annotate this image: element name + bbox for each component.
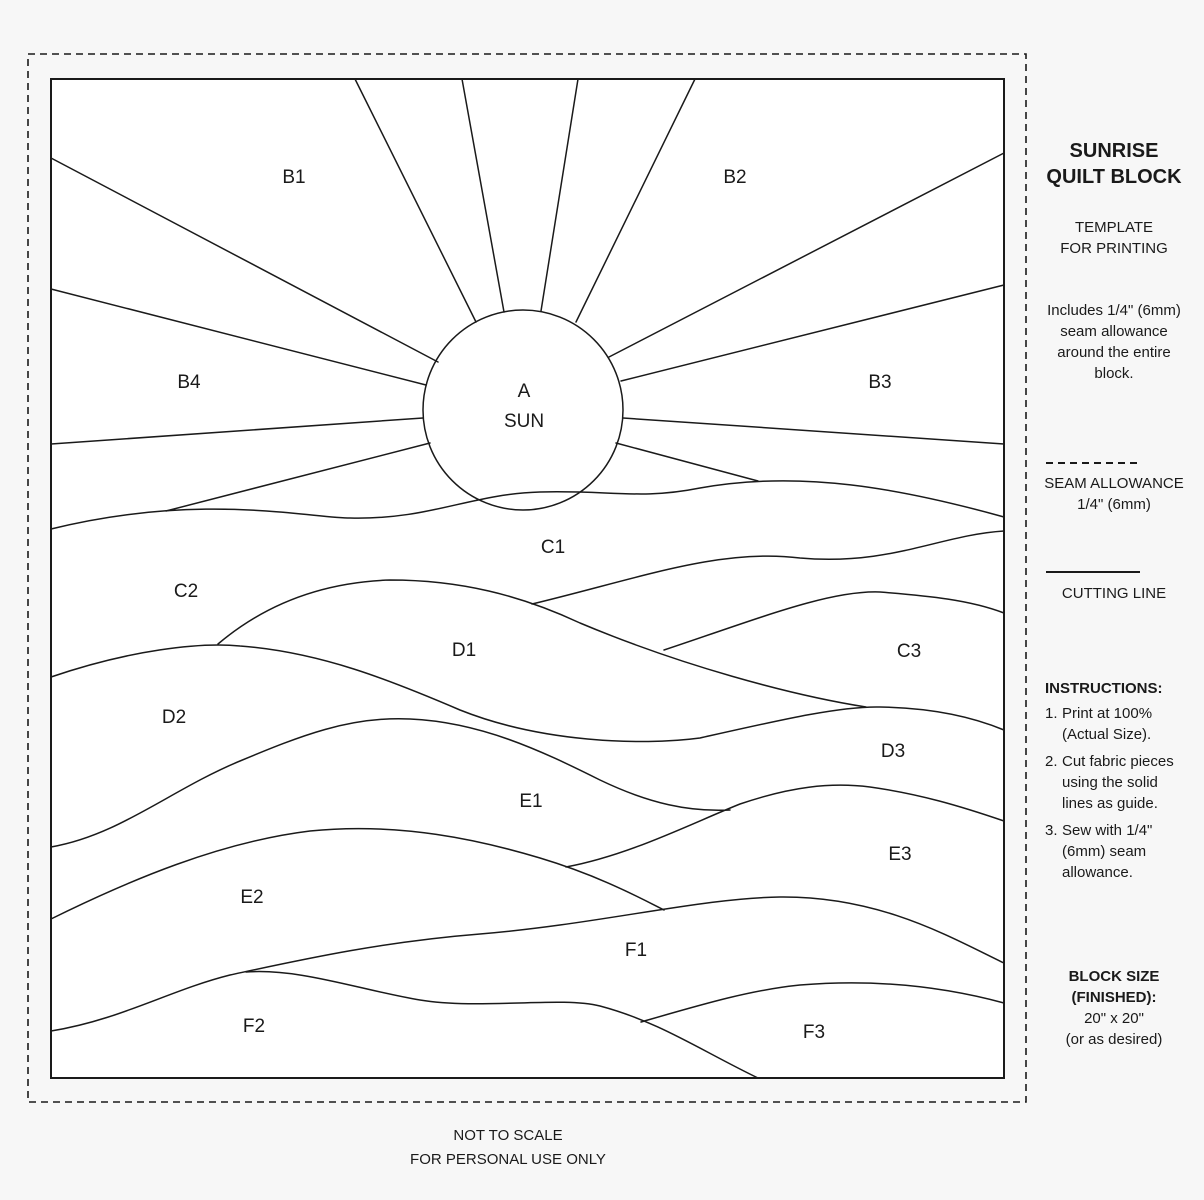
instruction-step: 1. Print at 100% (Actual Size). xyxy=(1034,703,1194,745)
block-size-heading: BLOCK SIZE xyxy=(1068,968,1160,985)
piece-label-e3: E3 xyxy=(888,844,911,865)
ray-line xyxy=(50,288,427,386)
sun-circle xyxy=(422,309,624,511)
ray-line xyxy=(540,78,579,312)
instructions-heading: INSTRUCTIONS: xyxy=(1045,680,1163,697)
instruction-step: 2. Cut fabric pieces using the solid lin… xyxy=(1034,751,1194,814)
instruction-step: 3. Sew with 1/4" (6mm) seam allowance. xyxy=(1034,820,1194,883)
piece-label-b2: B2 xyxy=(723,167,746,188)
block-size: BLOCK SIZE (FINISHED): 20" x 20" (or as … xyxy=(1034,966,1194,1050)
f1-hill-curve xyxy=(50,896,1005,1032)
footer-line-1: NOT TO SCALE xyxy=(453,1127,563,1144)
step-text: (6mm) seam xyxy=(1062,843,1147,860)
legend-cutting-line: CUTTING LINE xyxy=(1034,583,1194,604)
template-subtitle: TEMPLATE FOR PRINTING xyxy=(1034,217,1194,259)
legend-cutting-line-label: CUTTING LINE xyxy=(1061,585,1167,602)
title-line-1: SUNRISE xyxy=(1069,140,1159,162)
piece-label-c2: C2 xyxy=(174,581,198,602)
step-text: using the solid xyxy=(1062,774,1158,791)
footer-line-2: FOR PERSONAL USE ONLY xyxy=(410,1151,606,1168)
legend-seam-allowance: SEAM ALLOWANCE 1/4" (6mm) xyxy=(1034,473,1194,515)
c1-c3-curve xyxy=(531,530,1005,605)
template-title: SUNRISE QUILT BLOCK xyxy=(1034,138,1194,190)
block-cutting-line xyxy=(50,78,1005,1079)
f3-hill-curve xyxy=(640,982,1005,1023)
seam-note-line: seam allowance xyxy=(1060,323,1168,340)
e2-hill-curve xyxy=(50,827,665,920)
ray-line xyxy=(575,78,696,323)
step-number: 3. xyxy=(1045,822,1058,839)
ray-line xyxy=(50,157,439,363)
ray-line xyxy=(461,78,505,313)
subtitle-line-2: FOR PRINTING xyxy=(1060,240,1168,257)
piece-label-d2: D2 xyxy=(162,707,186,728)
piece-label-b4: B4 xyxy=(177,372,201,393)
c3-lower-curve xyxy=(663,591,1005,651)
d1-hill-curve xyxy=(217,579,867,708)
step-text: lines as guide. xyxy=(1062,795,1158,812)
step-number: 2. xyxy=(1045,753,1058,770)
seam-note-line: block. xyxy=(1094,365,1134,382)
ray-line xyxy=(620,284,1005,382)
piece-label-sun-id: A xyxy=(518,381,531,402)
d2-hill-curve xyxy=(50,644,1005,743)
piece-label-b1: B1 xyxy=(282,167,305,188)
piece-labels: B1 B2 B3 B4 A SUN C1 C2 C3 D1 D2 D3 E1 E… xyxy=(162,167,921,1043)
piece-label-d1: D1 xyxy=(452,640,476,661)
step-text: Print at 100% xyxy=(1062,705,1153,722)
e3-hill-curve xyxy=(565,784,1005,868)
title-line-2: QUILT BLOCK xyxy=(1046,166,1182,188)
seam-allowance-outline xyxy=(27,53,1027,1103)
piece-label-e2: E2 xyxy=(240,887,263,908)
step-text: Cut fabric pieces xyxy=(1062,753,1174,770)
piece-label-sun-name: SUN xyxy=(504,411,544,432)
horizon-curve xyxy=(50,480,1005,530)
piece-label-f3: F3 xyxy=(803,1022,825,1043)
f2-hill-curve xyxy=(245,970,759,1079)
piece-seams xyxy=(50,78,1005,1079)
piece-label-d3: D3 xyxy=(881,741,905,762)
ray-line xyxy=(622,417,1005,445)
piece-label-b3: B3 xyxy=(868,372,891,393)
piece-label-c1: C1 xyxy=(541,537,565,558)
ray-line xyxy=(615,442,759,482)
step-number: 1. xyxy=(1045,705,1058,722)
seam-note-line: around the entire xyxy=(1057,344,1171,361)
e1-hill-curve xyxy=(50,717,731,848)
block-size-value: 20" x 20" xyxy=(1084,1010,1144,1027)
block-size-subheading: (FINISHED): xyxy=(1071,989,1157,1006)
piece-label-f1: F1 xyxy=(625,940,647,961)
seam-allowance-note: Includes 1/4" (6mm) seam allowance aroun… xyxy=(1034,300,1194,384)
instructions: INSTRUCTIONS: 1. Print at 100% (Actual S… xyxy=(1034,680,1194,883)
ray-line xyxy=(50,417,424,445)
piece-label-e1: E1 xyxy=(519,791,542,812)
piece-label-f2: F2 xyxy=(243,1016,265,1037)
step-text: (Actual Size). xyxy=(1062,726,1152,743)
legend-seam-allowance-size: 1/4" (6mm) xyxy=(1077,496,1151,513)
step-text: Sew with 1/4" xyxy=(1062,822,1153,839)
step-text: allowance. xyxy=(1062,864,1133,881)
block-size-note: (or as desired) xyxy=(1065,1031,1163,1048)
footer-note: NOT TO SCALE FOR PERSONAL USE ONLY xyxy=(358,1124,658,1172)
ray-line xyxy=(608,152,1005,358)
piece-label-c3: C3 xyxy=(897,641,921,662)
ray-line xyxy=(354,78,477,323)
subtitle-line-1: TEMPLATE xyxy=(1074,219,1154,236)
seam-note-line: Includes 1/4" (6mm) xyxy=(1047,302,1181,319)
legend-seam-allowance-label: SEAM ALLOWANCE xyxy=(1044,475,1184,492)
ray-line xyxy=(165,442,431,512)
